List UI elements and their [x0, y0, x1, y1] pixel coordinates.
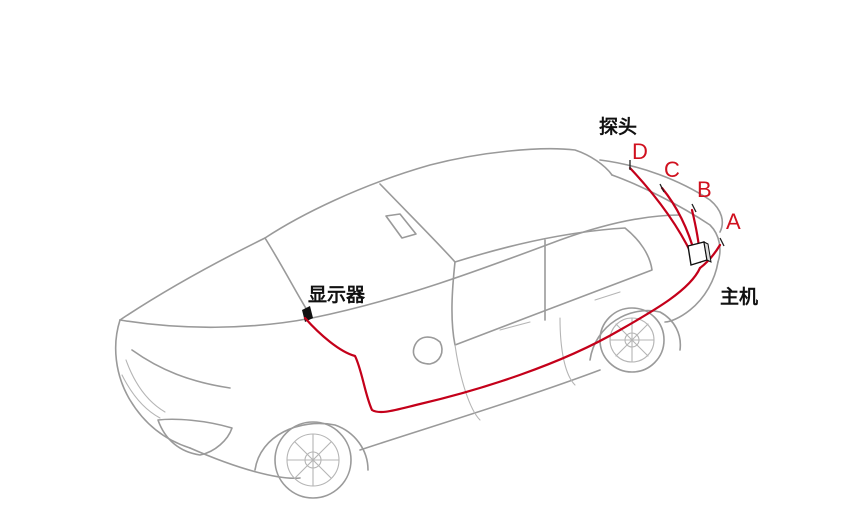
- sensor-a-label: A: [726, 209, 741, 235]
- front-wheel: [255, 422, 368, 498]
- sensor-c-label: C: [664, 157, 680, 183]
- display-label: 显示器: [308, 280, 365, 307]
- sensor-b-label: B: [697, 177, 712, 203]
- probe-label: 探头: [599, 112, 637, 139]
- sensor-d-label: D: [632, 139, 648, 165]
- host-label: 主机: [720, 282, 758, 309]
